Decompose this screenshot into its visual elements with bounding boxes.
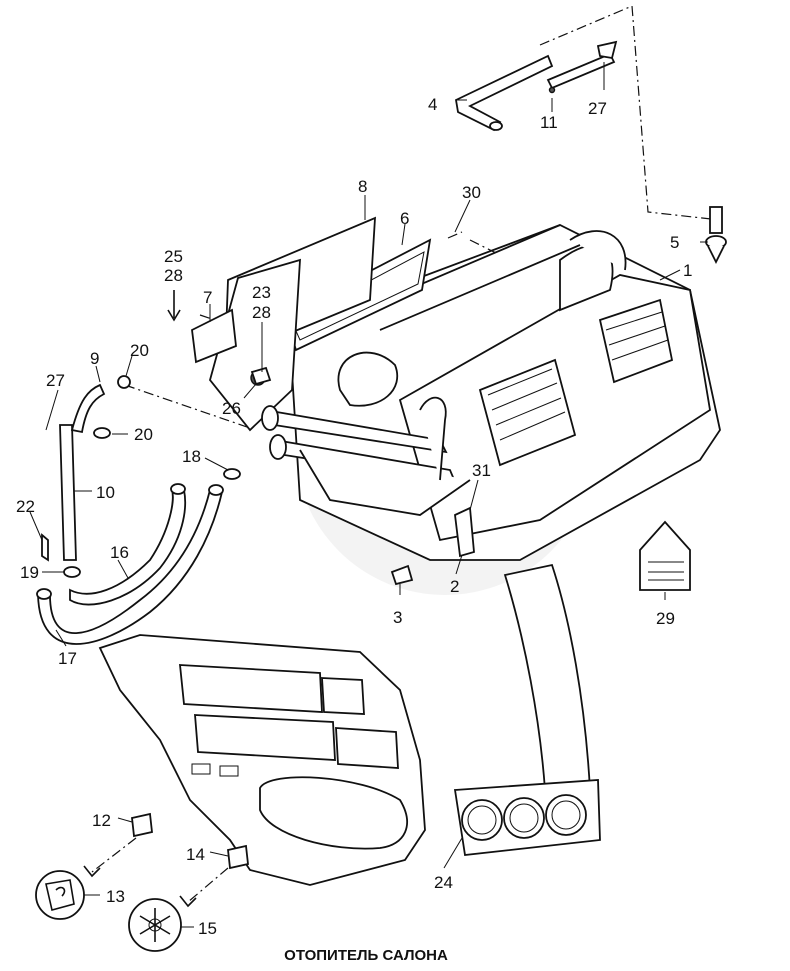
- callout-1: 1: [683, 261, 692, 280]
- part-7-bracket: [191, 308, 237, 364]
- clamps: [63, 366, 272, 578]
- callout-30: 30: [462, 183, 481, 202]
- part-5-fitting: [705, 206, 727, 265]
- callout-4: 4: [428, 95, 437, 114]
- callout-16: 16: [110, 543, 129, 562]
- part-29-label-plate: [639, 520, 691, 591]
- callout-27-top: 27: [588, 99, 607, 118]
- callout-5: 5: [670, 233, 679, 252]
- callout-9: 9: [90, 349, 99, 368]
- callout-15: 15: [198, 919, 217, 938]
- callout-6: 6: [400, 209, 409, 228]
- callout-20-bottom: 20: [134, 425, 153, 444]
- part-2-bracket: [454, 506, 475, 558]
- part-9-10-pipe: [59, 383, 106, 561]
- callout-12: 12: [92, 811, 111, 830]
- callout-22: 22: [16, 497, 35, 516]
- part-24-air-vents: [453, 779, 601, 856]
- callout-10: 10: [96, 483, 115, 502]
- switch-icon-13: [35, 870, 85, 920]
- callout-2: 2: [450, 577, 459, 596]
- callout-17: 17: [58, 649, 77, 668]
- callout-31: 31: [472, 461, 491, 480]
- switch-icon-15: [128, 898, 182, 952]
- callout-29: 29: [656, 609, 675, 628]
- callout-18: 18: [182, 447, 201, 466]
- callout-28-right: 28: [252, 303, 271, 322]
- leader-lines: [29, 62, 708, 928]
- part-22-strip: [41, 533, 49, 562]
- part-24-air-duct: [503, 563, 591, 791]
- callout-11: 11: [540, 113, 558, 132]
- callout-26: 26: [222, 399, 241, 418]
- part-4-bent-tube: [455, 54, 554, 132]
- callout-7: 7: [203, 288, 212, 307]
- callout-3: 3: [393, 608, 402, 627]
- callout-27-left: 27: [46, 371, 65, 390]
- callout-labels: 1 2 3 4 5 6 7 8 9 10 11 12 13 14 15 16 1…: [16, 95, 692, 938]
- part-16-17-hoses: [36, 483, 224, 645]
- diagram-caption: ОТОПИТЕЛЬ САЛОНА: [284, 947, 448, 964]
- switch-14: [227, 844, 249, 870]
- switch-12: [131, 812, 153, 838]
- callout-25: 25: [164, 247, 183, 266]
- internal-pipes: [261, 396, 471, 516]
- callout-24: 24: [434, 873, 453, 892]
- part-27-11-strip: [546, 40, 618, 94]
- callout-19: 19: [20, 563, 39, 582]
- dashboard-panel: [98, 634, 426, 886]
- callout-14: 14: [186, 845, 205, 864]
- callout-23: 23: [252, 283, 271, 302]
- callout-28-left: 28: [164, 266, 183, 285]
- callout-8: 8: [358, 177, 367, 196]
- part-3-clip: [390, 564, 414, 586]
- callout-13: 13: [106, 887, 125, 906]
- callout-20-top: 20: [130, 341, 149, 360]
- arrows: [83, 290, 229, 908]
